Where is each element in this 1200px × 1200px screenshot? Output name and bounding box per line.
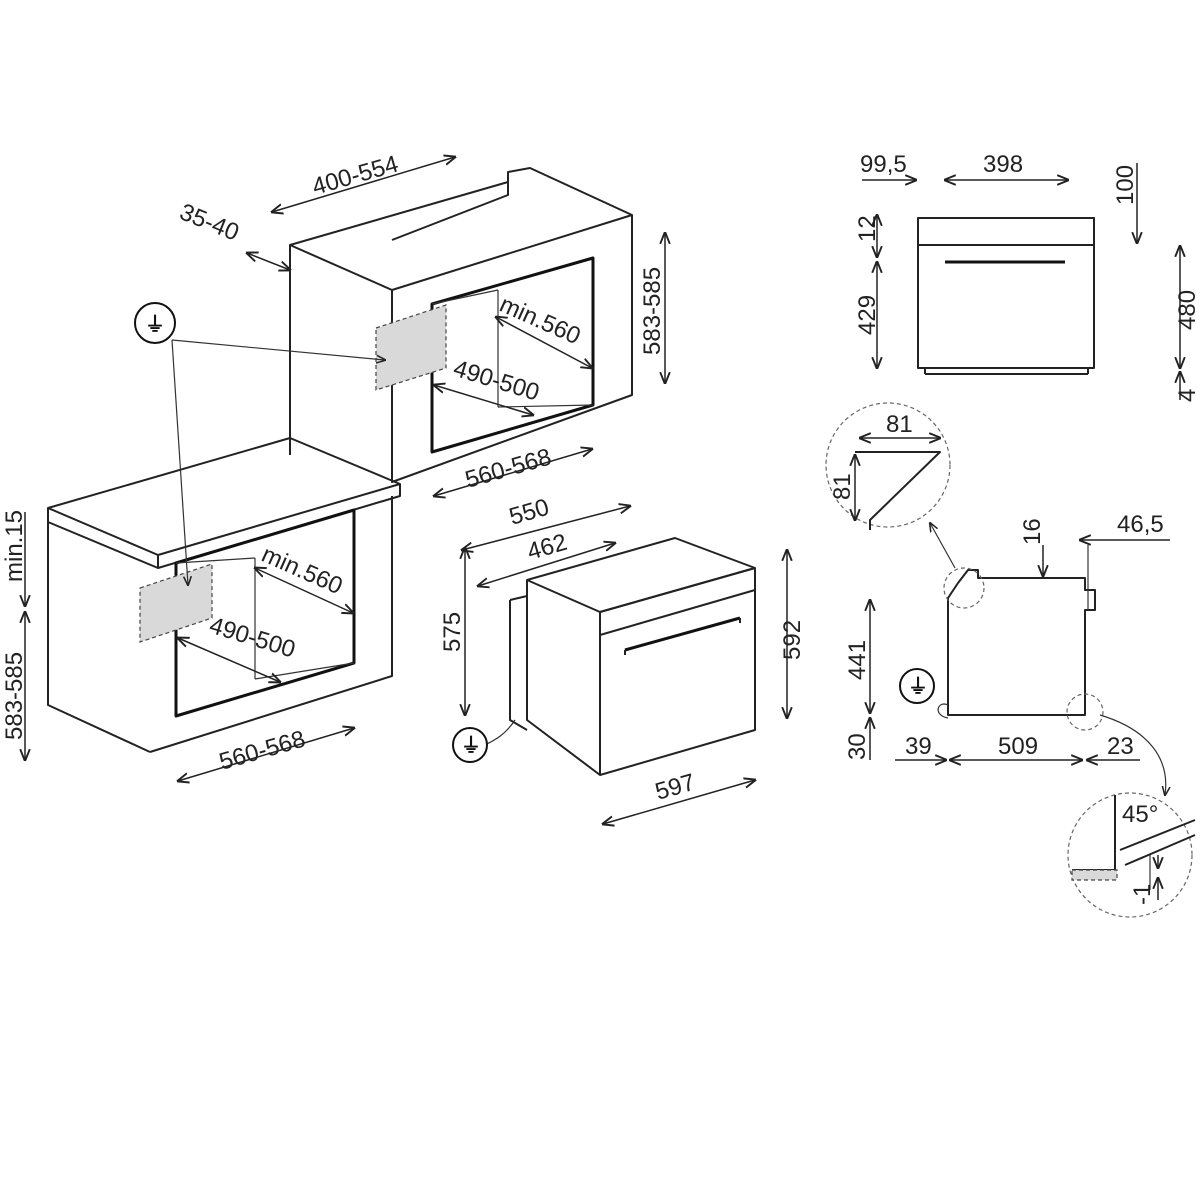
- svg-text:⏚: ⏚: [461, 733, 481, 757]
- socket-area-lower: [139, 563, 213, 643]
- detail-bottom: [1067, 792, 1196, 918]
- dim-side-panel: 46,5: [1117, 511, 1164, 538]
- dim-front-top-strip: 12: [854, 215, 881, 242]
- dim-lower-height: 583-585: [1, 652, 28, 740]
- tall-cabinet: [289, 167, 633, 483]
- dim-detail-w: 81: [886, 411, 913, 438]
- side-view: ⏚: [899, 545, 1166, 795]
- dim-top-depth: 400-554: [309, 151, 401, 201]
- detail-top: [825, 402, 956, 569]
- socket-area-upper: [375, 304, 447, 391]
- dim-upper-depth: 490-500: [450, 355, 542, 407]
- dim-front-top: 100: [1112, 165, 1139, 205]
- dim-oven-depth: 550: [506, 494, 552, 531]
- dim-offset: -1: [1129, 884, 1156, 905]
- dim-front-door: 429: [854, 295, 881, 335]
- dimension-labels: 400-554 35-40 583-585 min.560 490-500 56…: [1, 151, 1200, 905]
- base-cabinet: [47, 437, 401, 753]
- dim-lower-min15: min.15: [1, 510, 28, 582]
- dim-front-middle: 398: [983, 151, 1023, 178]
- dim-oven-width: 597: [652, 769, 698, 806]
- dim-side-bottom: 30: [844, 733, 871, 760]
- dimension-lines: [25, 157, 1180, 900]
- dim-side-right: 23: [1107, 733, 1134, 760]
- oven-isometric: ⏚: [452, 537, 756, 776]
- dim-front-left: 99,5: [860, 151, 907, 178]
- dim-oven-body-depth: 462: [524, 529, 570, 566]
- plug-icon-oven: [452, 727, 488, 763]
- dim-front-bottom: 4: [1174, 389, 1200, 402]
- dim-detail-h: 81: [829, 473, 856, 500]
- svg-text:⏚: ⏚: [145, 312, 165, 336]
- plug-callout: ⏚: [134, 302, 385, 585]
- dim-oven-height-body: 575: [439, 612, 466, 652]
- dim-angle: 45°: [1122, 801, 1158, 828]
- plug-icon-side: [899, 668, 935, 704]
- dim-side-top: 16: [1019, 518, 1046, 545]
- dim-side-height: 441: [844, 640, 871, 680]
- front-view: [917, 217, 1095, 375]
- dim-side-depth: 509: [998, 733, 1038, 760]
- dim-side-left: 39: [905, 733, 932, 760]
- dim-front-total: 480: [1174, 290, 1200, 330]
- dim-lower-width: 560-568: [216, 726, 308, 776]
- dim-upper-height: 583-585: [639, 267, 666, 355]
- dim-top-gap: 35-40: [176, 199, 243, 247]
- dim-upper-min: min.560: [496, 291, 585, 350]
- dim-lower-min: min.560: [258, 541, 347, 600]
- dim-oven-height: 592: [779, 620, 806, 660]
- svg-text:⏚: ⏚: [908, 674, 928, 698]
